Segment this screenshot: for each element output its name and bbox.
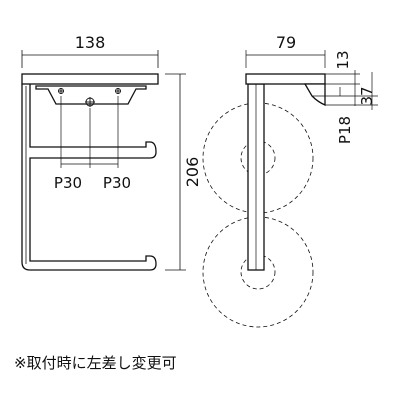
dim-side-depth: 79	[276, 33, 296, 52]
front-view	[21, 50, 186, 271]
dim-side-pitch: P18	[336, 116, 354, 144]
dim-pitch-right: P30	[103, 174, 131, 192]
mounting-note: ※取付時に左差し変更可	[14, 354, 177, 372]
width-dimension-lines	[21, 50, 159, 68]
side-view	[202, 50, 378, 328]
height-dimension-lines	[165, 73, 186, 271]
dim-front-height: 206	[183, 157, 202, 188]
dim-side-top: 13	[334, 50, 352, 69]
front-screws	[58, 88, 121, 107]
front-shelf	[21, 73, 159, 85]
front-bracket	[35, 85, 147, 105]
side-shelf	[245, 73, 326, 85]
dim-front-width: 138	[75, 33, 106, 52]
side-bracket	[303, 83, 326, 106]
dim-side-mid: 37	[358, 86, 376, 105]
side-dimension-lines	[245, 50, 378, 110]
pitch-lines	[60, 96, 119, 168]
front-frame-outer	[21, 84, 157, 271]
dim-pitch-left: P30	[54, 174, 82, 192]
